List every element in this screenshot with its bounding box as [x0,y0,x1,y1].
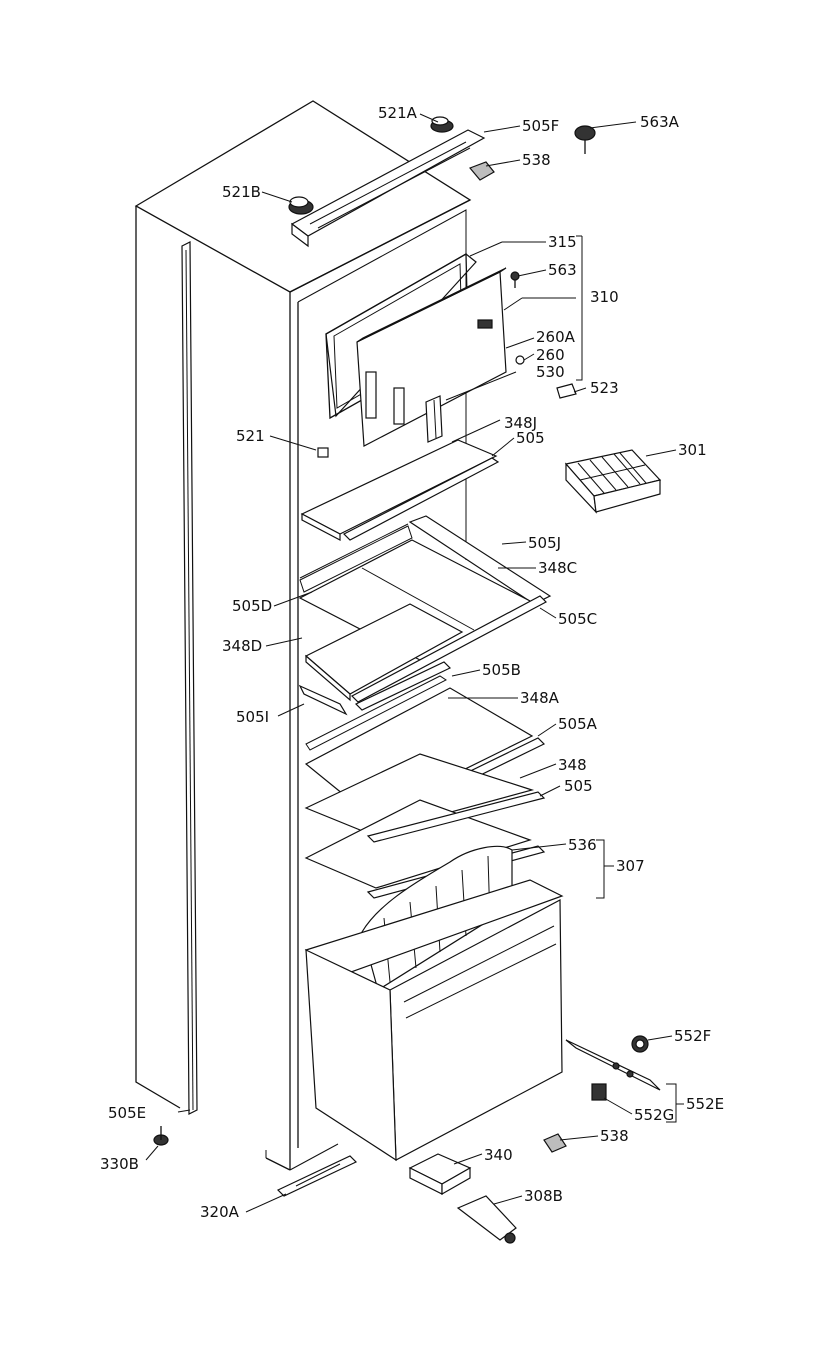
label-301: 301 [678,441,707,459]
label-308B: 308B [524,1187,563,1205]
shelf-trim-505 [342,457,500,541]
label-523: 523 [590,379,619,397]
label-505E: 505E [108,1104,146,1122]
label-505I: 505I [236,708,269,726]
label-505D: 505D [232,597,272,615]
label-348J: 348J [504,414,537,432]
shelf-348 [304,753,535,889]
label-307: 307 [616,857,645,875]
hinge-cap-521B [288,196,314,215]
screw-563 [510,271,520,288]
label-521: 521 [236,427,265,445]
label-521A: 521A [378,104,418,122]
clip-552G [591,1083,607,1101]
part-labels: 521A 505F 563A 538 521B 315 563 310 260A… [100,104,724,1221]
label-348A: 348A [520,689,560,707]
door-hinge-530 [425,395,443,443]
label-521B: 521B [222,183,261,201]
shelf-trim-505C [351,595,547,703]
label-552E: 552E [686,1095,724,1113]
shelf-trim-505B [354,661,452,711]
freezer-door-panel [356,267,507,447]
slide-505I [298,684,348,716]
shelf-trim-505D [299,523,409,579]
bracket-538-bottom [543,1133,567,1153]
shelf-348D [304,603,464,702]
screw-563A [574,125,596,154]
label-260: 260 [536,346,565,364]
latch-523 [556,383,577,399]
shelf-348J [300,439,498,541]
label-552F: 552F [674,1027,711,1045]
label-505C: 505C [558,610,597,628]
cabinet-body [134,100,472,1171]
foot-330B [153,1126,169,1146]
label-505-a: 505 [516,429,545,447]
label-340: 340 [484,1146,513,1164]
rail-320A [276,1155,358,1197]
cap-552F [631,1035,649,1053]
top-hinge-bar [290,129,486,248]
washer-260 [515,355,525,365]
label-530: 530 [536,363,565,381]
label-563A: 563A [640,113,680,131]
leader-lines [145,113,684,1213]
label-315: 315 [548,233,577,251]
hinge-308B [456,1195,517,1244]
label-505J: 505J [528,534,561,552]
label-260A: 260A [536,328,576,346]
label-330B: 330B [100,1155,139,1173]
label-536: 536 [568,836,597,854]
label-310: 310 [590,288,619,306]
label-348D: 348D [222,637,262,655]
door-gasket-strip [181,241,198,1115]
hinge-bracket-538-top [468,161,495,181]
ice-cube-tray [564,449,662,514]
label-505F: 505F [522,117,559,135]
hinge-cap-521A [430,116,454,133]
label-538-bottom: 538 [600,1127,629,1145]
label-348: 348 [558,756,587,774]
block-340 [408,1153,472,1196]
drawer-box [304,879,564,1162]
label-320A: 320A [200,1203,240,1221]
label-538-top: 538 [522,151,551,169]
label-505-b: 505 [564,777,593,795]
label-552G: 552G [634,1106,674,1124]
label-505A: 505A [558,715,598,733]
shelf-frame-505J [299,515,552,605]
pin-521 [317,447,329,458]
label-348C: 348C [538,559,577,577]
label-563: 563 [548,261,577,279]
hinge-rail-552E [565,1039,661,1091]
label-505B: 505B [482,661,521,679]
